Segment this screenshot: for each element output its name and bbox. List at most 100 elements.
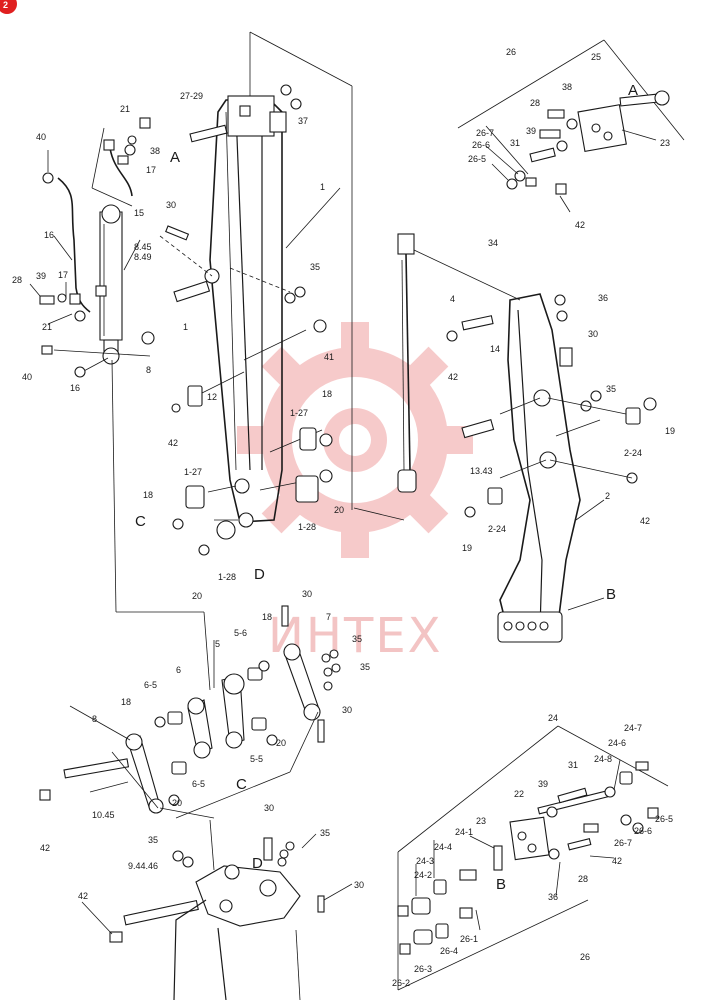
label-1-27-a: 1-27	[290, 408, 308, 418]
label-35-b: 35	[606, 384, 616, 394]
arm-small-parts	[446, 294, 657, 611]
badge-circle	[0, 0, 17, 14]
label-26-6: 26-6	[472, 140, 490, 150]
label-26-1: 26-1	[460, 934, 478, 944]
boom-arm-1	[204, 95, 287, 528]
label-42-c: 42	[168, 438, 178, 448]
label-12: 12	[207, 392, 217, 402]
label-14: 14	[490, 344, 500, 354]
label-42-a: 42	[575, 220, 585, 230]
label-30-a: 30	[166, 200, 176, 210]
section-letters: A A B B C C D D	[135, 82, 638, 893]
label-28: 28	[530, 98, 540, 108]
label-21-a: 21	[120, 104, 130, 114]
label-38: 38	[562, 82, 572, 92]
label-28-c: 28	[578, 874, 588, 884]
detail-group-26	[457, 39, 685, 213]
letter-d-bottom: D	[252, 855, 263, 872]
label-39-b: 39	[36, 271, 46, 281]
label-9-44-46: 9.44.46	[128, 861, 158, 871]
label-25: 25	[591, 52, 601, 62]
letter-b-detail: B	[496, 876, 506, 893]
label-5-5: 5-5	[250, 754, 263, 764]
letter-b-arm: B	[606, 586, 616, 603]
label-1-28-b: 1-28	[218, 572, 236, 582]
watermark-gear-logo	[237, 322, 473, 558]
label-42-g: 42	[612, 856, 622, 866]
label-5-6: 5-6	[234, 628, 247, 638]
leader-lines-cylinder	[29, 127, 204, 613]
label-24-1: 24-1	[455, 827, 473, 837]
label-30-f: 30	[354, 880, 364, 890]
label-42-d: 42	[640, 516, 650, 526]
label-42-f: 42	[78, 891, 88, 901]
boom-cylinder	[95, 204, 123, 365]
label-24-8: 24-8	[594, 754, 612, 764]
label-18-c: 18	[262, 612, 272, 622]
arm-rod-4	[353, 233, 521, 521]
label-30-c: 30	[302, 589, 312, 599]
label-20-c: 20	[276, 738, 286, 748]
label-42-b: 42	[448, 372, 458, 382]
label-8-45: 8.45	[134, 242, 152, 252]
label-21-b: 21	[42, 322, 52, 332]
label-10-45: 10.45	[92, 810, 115, 820]
label-37: 37	[298, 116, 308, 126]
label-17: 17	[146, 165, 156, 175]
label-20-d: 20	[172, 798, 182, 808]
label-26-c: 26	[580, 952, 590, 962]
label-26-7-b: 26-7	[614, 838, 632, 848]
label-35-d: 35	[360, 662, 370, 672]
label-5: 5	[215, 639, 220, 649]
label-26-3: 26-3	[414, 964, 432, 974]
page-badge: 2	[0, 0, 17, 14]
label-1-b: 1	[183, 322, 188, 332]
label-41: 41	[324, 352, 334, 362]
label-31-b: 31	[568, 760, 578, 770]
hydraulic-line-16	[42, 172, 91, 313]
label-26-6-b: 26-6	[634, 826, 652, 836]
label-26-5-b: 26-5	[655, 814, 673, 824]
label-24: 24	[548, 713, 558, 723]
letter-c-top: C	[135, 513, 146, 530]
label-23: 23	[660, 138, 670, 148]
label-34: 34	[488, 238, 498, 248]
label-2-24-b: 2-24	[488, 524, 506, 534]
hydraulic-line-15	[103, 139, 133, 197]
letter-a-right: A	[628, 82, 638, 99]
label-26-5: 26-5	[468, 154, 486, 164]
label-30-d: 30	[342, 705, 352, 715]
label-35-a: 35	[310, 262, 320, 272]
label-35-e: 35	[148, 835, 158, 845]
label-18-a: 18	[322, 389, 332, 399]
label-40-a: 40	[36, 132, 46, 142]
label-42-e: 42	[40, 843, 50, 853]
label-19-b: 19	[462, 543, 472, 553]
label-23-b: 23	[476, 816, 486, 826]
label-30-e: 30	[264, 803, 274, 813]
label-18-b: 18	[143, 490, 153, 500]
label-26-2: 26-2	[392, 978, 410, 988]
label-30-b: 30	[588, 329, 598, 339]
label-8-b: 8	[92, 714, 97, 724]
label-24-2: 24-2	[414, 870, 432, 880]
label-39: 39	[526, 126, 536, 136]
label-18-d: 18	[121, 697, 131, 707]
label-24-7: 24-7	[624, 723, 642, 733]
label-28-b: 28	[12, 275, 22, 285]
label-7: 7	[326, 612, 331, 622]
label-1-28-a: 1-28	[298, 522, 316, 532]
label-17-b: 17	[58, 270, 68, 280]
label-36: 36	[598, 293, 608, 303]
label-20-b: 20	[192, 591, 202, 601]
label-35-f: 35	[320, 828, 330, 838]
label-2-24-a: 2-24	[624, 448, 642, 458]
link-assembly	[39, 605, 341, 871]
label-36-b: 36	[548, 892, 558, 902]
boom-small-parts	[165, 84, 333, 556]
label-19-a: 19	[665, 426, 675, 436]
label-15: 15	[134, 208, 144, 218]
label-26-4: 26-4	[440, 946, 458, 956]
